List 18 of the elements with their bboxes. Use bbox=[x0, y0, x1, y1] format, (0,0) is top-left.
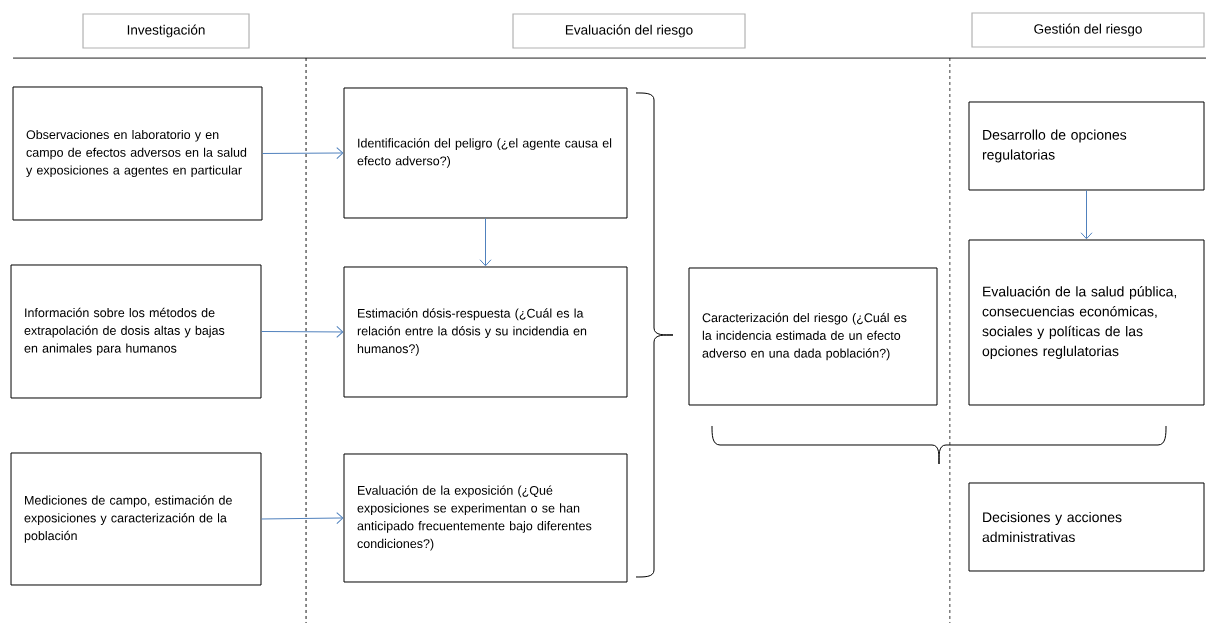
section-header: Investigación bbox=[82, 13, 250, 49]
section-header: Evaluación del riesgo bbox=[512, 13, 746, 49]
arrow bbox=[1080, 190, 1093, 240]
process-box: Evaluación de la salud pública, consecuencias económicas, sociales y políticas de las opciones reglulatorias bbox=[968, 239, 1205, 406]
section-header: Gestión del riesgo bbox=[971, 12, 1205, 48]
process-box: Mediciones de campo, estimación de exposiciones y caracterización de la población bbox=[10, 452, 262, 586]
process-box: Decisiones y acciones administrativas bbox=[968, 482, 1205, 572]
process-box: Evaluación de la exposición (¿Qué exposiciones se experimentan o se han anticipado frecuentemente bajo diferentes condiciones?) bbox=[343, 453, 628, 583]
arrow bbox=[261, 325, 344, 338]
process-box: Desarrollo de opciones regulatorias bbox=[968, 101, 1205, 191]
process-box: Observaciones en laboratorio y en campo de efectos adversos en la salud y exposiciones a agentes en particular bbox=[12, 86, 263, 221]
process-box: Caracterización del riesgo (¿Cuál es la incidencia estimada de un efecto adverso en una dada población?) bbox=[688, 267, 938, 406]
process-box: Información sobre los métodos de extrapolación de dosis altas y bajas en animales para humanos bbox=[10, 264, 262, 399]
arrow bbox=[262, 147, 344, 160]
arrow bbox=[479, 218, 492, 267]
process-box: Estimación dósis-respuesta (¿Cuál es la relación entre la dósis y su incidendia en humanos?) bbox=[343, 266, 628, 398]
arrow bbox=[261, 512, 344, 525]
process-box: Identificación del peligro (¿el agente causa el efecto adverso?) bbox=[343, 87, 628, 219]
